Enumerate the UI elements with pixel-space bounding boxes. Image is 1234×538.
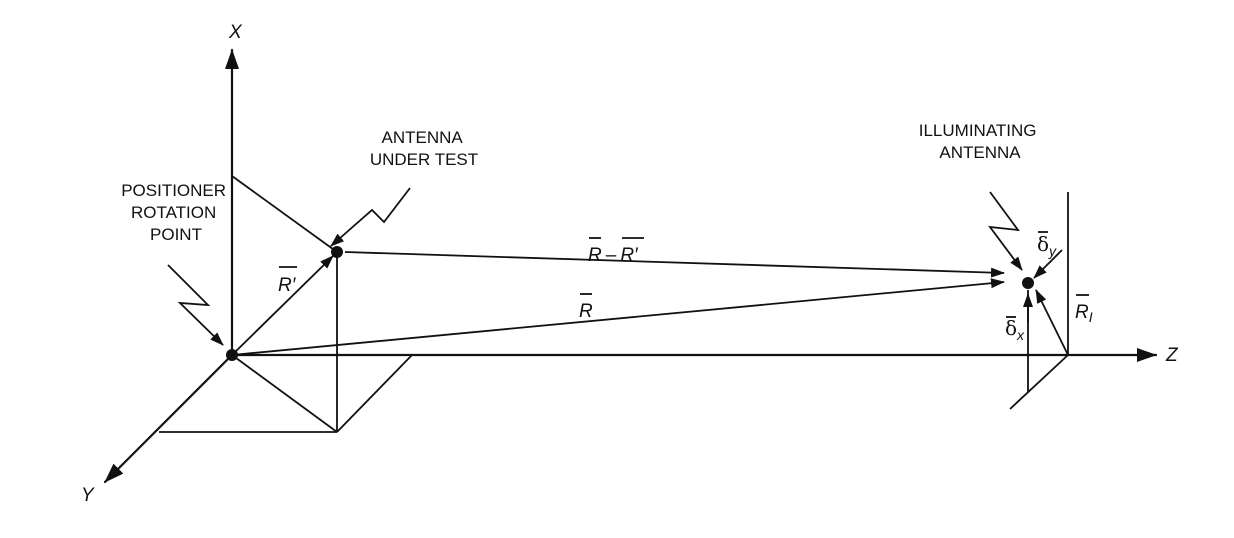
positioner-leader-arrow	[167, 264, 224, 346]
r-prime-label: R′	[278, 266, 297, 296]
r-prime-vector	[231, 255, 334, 356]
antenna-under-test-point	[331, 246, 343, 258]
svg-text:R′: R′	[278, 275, 297, 296]
delta-y-label: δy	[1037, 231, 1057, 259]
projection-line-diagonal-up	[336, 354, 413, 433]
x-axis-label: X	[228, 22, 243, 43]
svg-text:R–R′: R–R′	[588, 245, 639, 266]
projection-line-diagonal-down	[231, 354, 338, 433]
svg-text:δy: δy	[1037, 232, 1057, 259]
r-i-vector	[1035, 289, 1069, 356]
svg-text:δx: δx	[1005, 316, 1025, 343]
svg-text:R: R	[579, 301, 593, 322]
y-axis	[103, 353, 234, 484]
r-label: R	[579, 293, 593, 322]
delta-x-label: δx	[1005, 316, 1025, 343]
illuminating-antenna-label: ILLUMINATING ANTENNA	[919, 121, 1042, 162]
r-i-label: RI	[1075, 294, 1093, 325]
aut-leader-arrow	[330, 187, 411, 247]
illuminating-antenna-point	[1022, 277, 1034, 289]
r-minus-r-prime-vector	[344, 251, 1005, 278]
antenna-under-test-label: ANTENNA UNDER TEST	[370, 128, 478, 169]
z-axis-label: Z	[1165, 345, 1179, 366]
illuminator-diagonal-line	[1009, 354, 1069, 410]
r-vector	[231, 278, 1005, 356]
svg-text:RI: RI	[1075, 302, 1093, 325]
projection-line-top	[231, 175, 338, 253]
delta-y-arrow	[1033, 249, 1063, 279]
positioner-rotation-point-label: POSITIONER ROTATION POINT	[121, 181, 231, 244]
r-minus-r-prime-label: R–R′	[588, 237, 644, 266]
positioner-rotation-point	[226, 349, 238, 361]
y-axis-label: Y	[81, 485, 95, 506]
illuminator-leader-arrow	[988, 191, 1023, 271]
